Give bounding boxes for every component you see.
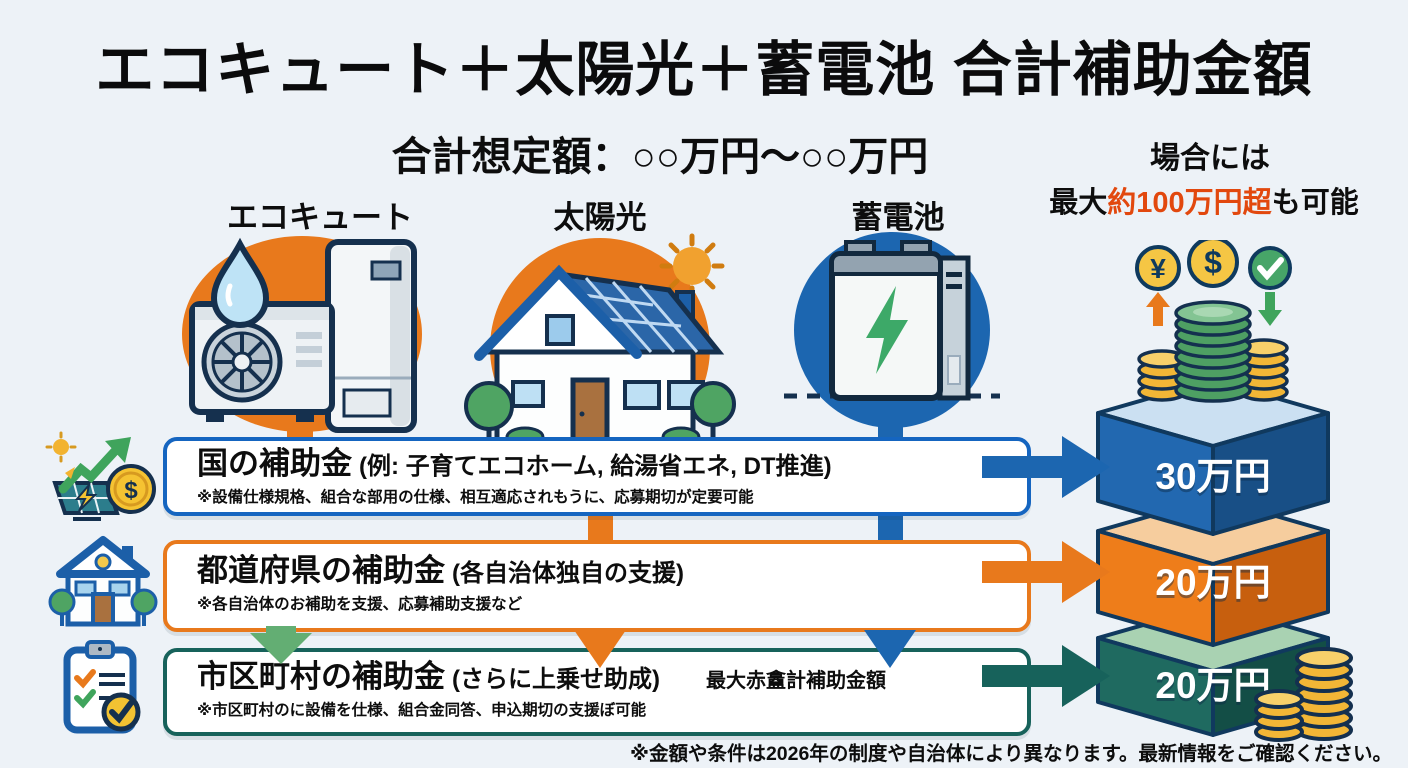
solar-down-arrowhead [574,630,626,668]
max-note-line1: 場合には [1150,142,1270,175]
municipal-subsidy-note: ※市区町村のに設備を仕様、組合金同答、申込期切の支援ぼ可能 [197,701,647,719]
national-amount-label: 30万円 [1155,456,1271,497]
municipal-subsidy-icon [63,640,141,734]
solar-illustration [464,233,736,458]
heat-pump-icon [189,301,335,422]
house-icon [56,536,150,627]
up-arrow-icon [1146,292,1170,326]
svg-text:$: $ [1204,244,1222,280]
panel-bolt-icon [74,481,98,512]
max-note-line2: 最大約100万円超も可能 [1000,179,1408,221]
prefecture-subsidy-note: ※各自治体のお補助を支援、応募補助支援など [197,595,523,613]
check-circle-icon [1248,246,1292,290]
approved-badge-icon [101,692,141,732]
corner-gold-stack-tall [1295,647,1353,741]
total-estimate-subtitle: 合計想定額：○○万円～○○万円 [391,135,929,179]
orange-check-icon [74,669,96,689]
yard-tree-icons [48,588,158,626]
page-title: エコキュート＋太陽光＋蓄電池 合計補助金額 [95,37,1313,103]
ecocute-down-arrowhead [250,626,312,664]
municipal-subsidy-examples: (さらに上乗せ助成) [452,666,660,693]
corner-coin-stacks [1254,647,1353,742]
water-tank-icon [325,239,417,433]
svg-text:¥: ¥ [1150,253,1166,284]
gold-coin-stack-right [1239,338,1289,402]
national-subsidy-title: 国の補助金 [197,446,352,481]
footer-disclaimer: ※金額や条件は2026年の制度や自治体により異なります。最新情報をご確認ください… [630,743,1392,765]
prefecture-amount-label: 20万円 [1155,562,1271,603]
prefecture-subsidy-title: 都道府県の補助金 [197,553,445,588]
down-arrow-icon [1258,292,1282,326]
battery-illustration [784,232,1000,428]
national-subsidy-row: 国の補助金 (例: 子育てエコホーム, 給湯省エネ, DT推進) ※設備仕様規格… [163,437,1031,516]
ecocute-illustration [182,236,422,433]
solar-panel-icon [52,481,120,521]
green-coin-stack [1174,300,1252,403]
sun-icon [659,233,725,299]
yen-coin-icon: ¥ [1135,245,1181,291]
growth-arrow-icon [58,437,131,494]
dollar-coin-icon: $ [106,464,156,514]
national-subsidy-examples: (例: 子育てエコホーム, 給湯省エネ, DT推進) [359,453,832,480]
water-droplet-icon [210,237,270,328]
product-label-battery: 蓄電池 [851,200,945,235]
national-subsidy-note: ※設備仕様規格、組合な部用の仕様、相互適応されもうに、応募期切が定要可能 [197,488,754,506]
national-subsidy-icon: $ [45,431,156,521]
national-amount-arrow [982,436,1110,498]
battery-down-arrowhead [864,630,916,668]
municipal-subsidy-aside: 最大赤盫計補助金額 [705,670,886,692]
bolt-spark-icon [65,467,75,479]
product-label-solar: 太陽光 [553,200,647,235]
max-note-prefix: 最大 [1049,187,1108,219]
prefecture-subsidy-row: 都道府県の補助金 (各自治体独自の支援) ※各自治体のお補助を支援、応募補助支援… [163,540,1031,632]
max-note-suffix: も可能 [1271,187,1359,219]
prefecture-amount-arrow [982,541,1110,603]
lightning-bolt-icon [866,286,908,374]
corner-gold-stack-short [1254,689,1304,742]
product-label-ecocute: エコキュート [227,200,413,235]
battery-unit-icon [829,240,971,401]
municipal-amount-arrow [982,645,1110,707]
municipal-amount-label: 20万円 [1155,665,1271,706]
amount-stack-illustration: ¥ $ [1096,240,1330,737]
small-sun-icon [45,431,77,463]
max-note-highlight: 約100万円超 [1107,187,1272,219]
prefecture-subsidy-icon [48,536,158,627]
green-check-icon [74,689,96,709]
municipal-subsidy-title: 市区町村の補助金 [197,659,445,694]
svg-text:$: $ [124,477,138,504]
dollar-coin-badge-icon: $ [1187,240,1239,288]
prefecture-subsidy-examples: (各自治体独自の支援) [452,560,684,587]
